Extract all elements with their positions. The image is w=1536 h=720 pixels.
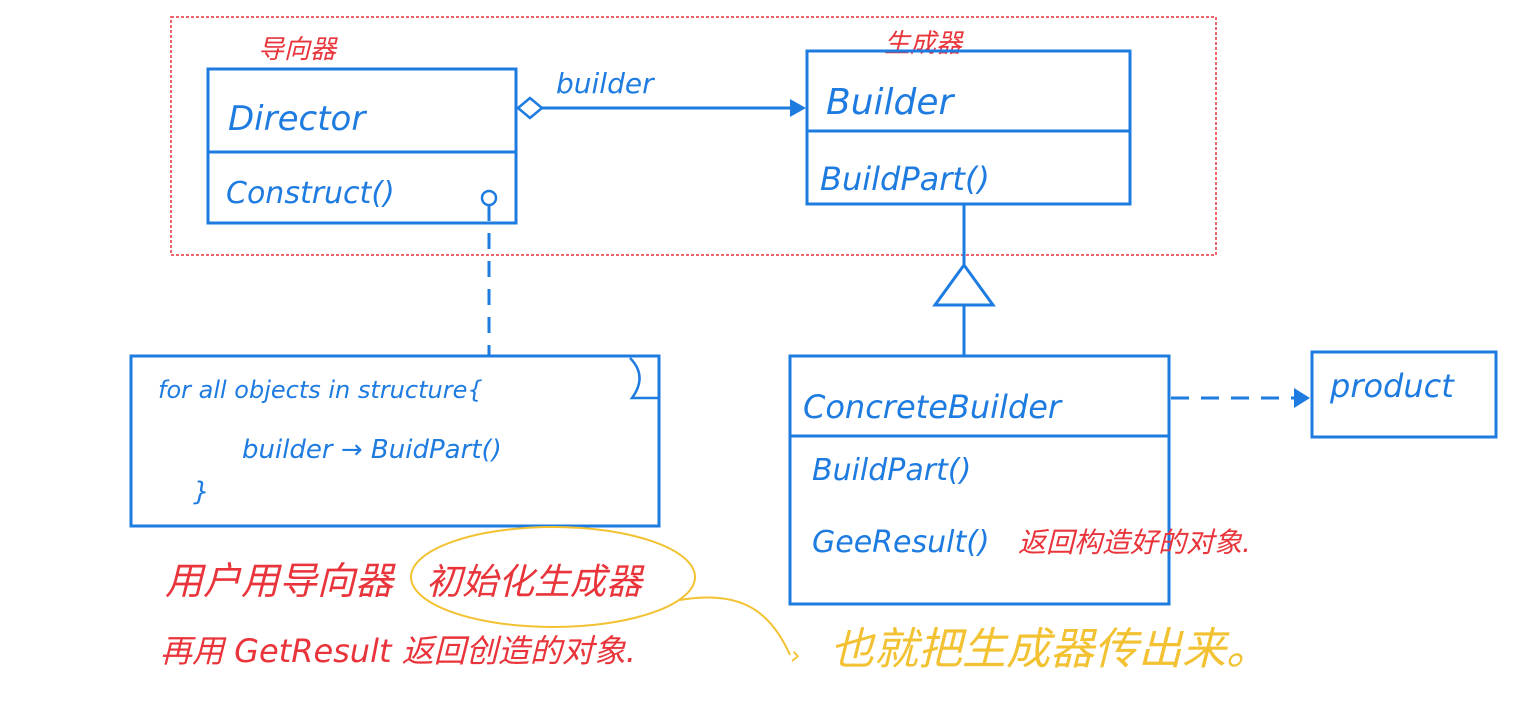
builder-association: builder <box>516 67 806 120</box>
builder-buildpart-method: BuildPart() <box>820 160 990 198</box>
code-line-2: builder → BuidPart() <box>242 435 502 465</box>
aggregation-diamond-icon <box>516 96 544 120</box>
concrete-builder-class: ConcreteBuilder BuildPart() GeeResult() … <box>788 354 1251 606</box>
note-anchor-circle <box>480 189 498 207</box>
inheritance-link <box>932 204 996 356</box>
concrete-buildpart-method: BuildPart() <box>812 453 971 488</box>
association-arrow-icon <box>790 99 806 117</box>
product-dependency <box>1171 388 1310 408</box>
product-class: product <box>1310 350 1498 439</box>
director-class-name: Director <box>228 99 367 139</box>
director-class: Director Construct() <box>206 67 518 225</box>
note-fold-icon <box>629 357 659 400</box>
code-line-3: } <box>193 477 210 507</box>
yellow-explanation: 也就把生成器传出来。 <box>830 624 1270 675</box>
grouping-frame <box>170 16 1217 256</box>
code-line-1: for all objects in structure{ <box>158 376 483 404</box>
connector-arrow-icon: › <box>790 641 800 671</box>
builder-class-name: Builder <box>826 82 956 123</box>
builder-class: Builder BuildPart() <box>805 49 1132 206</box>
code-note: for all objects in structure{ builder → … <box>129 354 661 528</box>
highlight-circle <box>410 526 696 628</box>
concrete-builder-class-name: ConcreteBuilder <box>803 388 1063 426</box>
director-annotation: 导向器 <box>258 35 338 65</box>
director-construct-method: Construct() <box>226 176 395 211</box>
explanation-line-1-prefix: 用户用导向器 <box>165 559 396 603</box>
builder-annotation: 生成器 <box>884 29 964 59</box>
highlight-connector <box>679 596 791 656</box>
association-label: builder <box>556 67 655 100</box>
inheritance-triangle-icon <box>932 262 996 307</box>
explanation-line-1-circled: 初始化生成器 <box>426 562 645 603</box>
concrete-getresult-method: GeeResult() <box>812 525 990 560</box>
product-class-name: product <box>1329 367 1455 405</box>
explanation-line-2: 再用 GetResult 返回创造的对象. <box>160 632 636 670</box>
dependency-arrow-icon <box>1294 388 1310 408</box>
getresult-annotation: 返回构造好的对象. <box>1018 526 1251 559</box>
